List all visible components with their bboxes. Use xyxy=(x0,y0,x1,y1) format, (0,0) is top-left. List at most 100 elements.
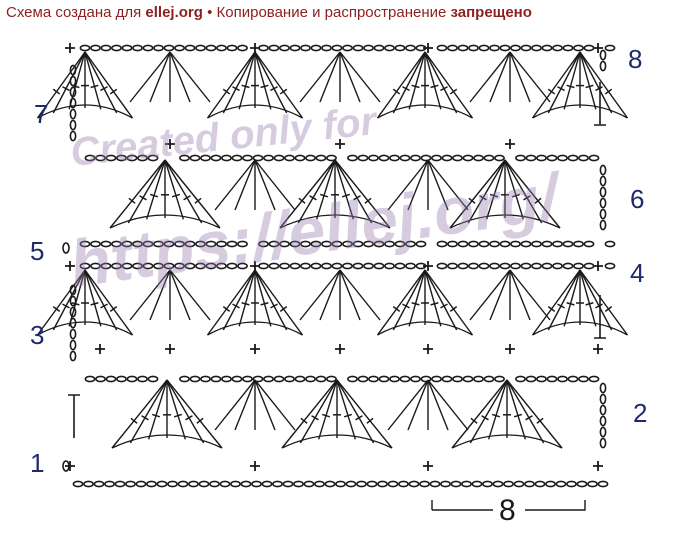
chain-stitch xyxy=(100,240,112,248)
yarn-over-mark xyxy=(260,301,269,306)
cluster-stitch xyxy=(254,379,276,431)
chain-stitch xyxy=(462,375,474,383)
double-crochet-stitch xyxy=(254,51,272,110)
cluster-stitch xyxy=(169,51,211,103)
chain-stitch xyxy=(100,44,112,52)
yarn-over-mark xyxy=(557,303,565,309)
chain-stitch xyxy=(137,375,148,383)
double-crochet-stitch xyxy=(281,379,338,449)
yarn-over-mark xyxy=(402,86,410,92)
cluster-stitch xyxy=(254,159,276,211)
cluster-stitch xyxy=(234,159,256,211)
chain-arch xyxy=(207,104,303,119)
double-crochet-stitch xyxy=(563,51,581,110)
chain-stitch xyxy=(468,240,479,248)
double-crochet-stitch xyxy=(506,379,563,449)
cluster-stitch xyxy=(469,269,511,321)
chain-stitch xyxy=(314,480,325,488)
cluster-stitch xyxy=(339,51,381,103)
chain-stitch xyxy=(447,240,458,248)
chain-stitch xyxy=(93,480,105,488)
yarn-over-mark xyxy=(171,193,181,198)
copyright-header: Схема создана для ellej.org • Копировани… xyxy=(6,4,532,21)
turning-chain xyxy=(599,393,607,405)
chain-stitch xyxy=(473,154,484,162)
chain-stitch xyxy=(105,154,117,162)
double-crochet-stitch xyxy=(531,269,581,336)
yarn-over-mark xyxy=(585,301,594,306)
chain-stitch xyxy=(410,375,421,383)
chain-stitch xyxy=(499,240,511,248)
chain-stitch xyxy=(389,375,400,383)
chain-stitch xyxy=(184,262,196,270)
chain-stitch xyxy=(177,480,189,488)
yarn-over-mark xyxy=(534,197,542,204)
double-crochet-stitch xyxy=(238,51,256,110)
chain-arch xyxy=(281,434,393,449)
double-crochet-stitch xyxy=(485,159,506,220)
header-text-2: • Копирование и распространение xyxy=(202,4,451,21)
single-crochet-symbol xyxy=(423,261,433,271)
chain-arch xyxy=(377,104,473,119)
double-crochet-stitch xyxy=(254,51,304,119)
yarn-over-mark xyxy=(343,413,353,418)
chain-stitch xyxy=(174,240,185,248)
chain-stitch xyxy=(342,262,353,270)
chain-stitch xyxy=(394,262,406,270)
double-crochet-stitch xyxy=(451,379,508,449)
yarn-over-mark xyxy=(604,306,613,312)
chain-stitch xyxy=(84,154,96,162)
yarn-over-mark xyxy=(309,195,317,201)
single-crochet-symbol xyxy=(593,344,603,354)
turning-chain xyxy=(599,49,607,61)
yarn-over-mark xyxy=(449,88,458,95)
cluster-stitch xyxy=(339,51,361,103)
double-crochet-stitch xyxy=(52,269,86,331)
turning-chain xyxy=(599,208,607,220)
yarn-over-mark xyxy=(321,413,331,418)
chain-stitch xyxy=(310,240,322,248)
double-crochet-stitch xyxy=(424,51,442,110)
chain-stitch xyxy=(557,154,568,162)
chain-stitch xyxy=(163,240,175,248)
chain-stitch xyxy=(72,480,84,488)
chain-stitch xyxy=(384,262,395,270)
chain-stitch xyxy=(195,262,206,270)
cluster-stitch xyxy=(427,379,449,431)
double-crochet-stitch xyxy=(334,159,355,220)
chain-stitch xyxy=(368,375,379,383)
double-crochet-stitch xyxy=(299,379,338,444)
chain-stitch xyxy=(252,154,264,162)
double-crochet-stitch xyxy=(166,379,205,444)
chain-stitch xyxy=(90,262,101,270)
row-number-7: 7 xyxy=(34,99,49,129)
chain-stitch xyxy=(268,262,280,270)
cluster-stitch xyxy=(129,269,171,321)
yarn-over-mark xyxy=(128,197,136,204)
chain-stitch xyxy=(373,262,385,270)
chain-stitch xyxy=(431,154,442,162)
double-crochet-stitch xyxy=(127,159,166,224)
chain-stitch xyxy=(405,240,416,248)
yarn-over-mark xyxy=(536,417,544,424)
cluster-stitch xyxy=(149,51,171,103)
row-number-2: 2 xyxy=(633,398,648,428)
double-crochet-stitch xyxy=(84,51,134,119)
cluster-stitch xyxy=(387,159,429,211)
chain-stitch xyxy=(461,480,472,488)
yarn-over-mark xyxy=(440,303,448,309)
chain-arch xyxy=(37,104,133,119)
double-crochet-stitch xyxy=(279,159,336,229)
cluster-stitch xyxy=(169,269,211,321)
single-crochet-symbol xyxy=(505,139,515,149)
single-crochet-symbol xyxy=(65,261,75,271)
chain-stitch xyxy=(415,44,427,52)
chain-stitch xyxy=(258,262,269,270)
turning-chain xyxy=(69,75,77,87)
chain-stitch xyxy=(163,44,175,52)
turning-chain xyxy=(599,219,607,231)
double-crochet-stitch xyxy=(506,379,545,444)
turning-chain xyxy=(69,328,77,340)
header-site: ellej.org xyxy=(145,4,203,21)
repeat-bracket xyxy=(432,500,586,511)
